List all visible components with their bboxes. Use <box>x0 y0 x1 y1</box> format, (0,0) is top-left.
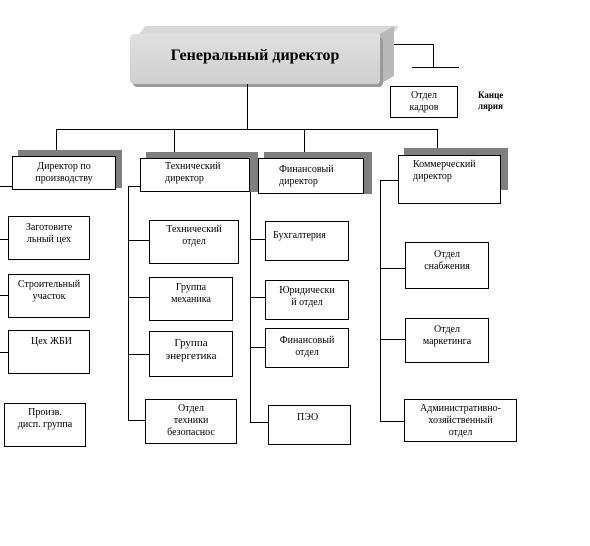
connector <box>128 240 149 241</box>
unit-box: ПЭО <box>268 405 351 445</box>
general-director-box: Генеральный директор <box>130 34 380 84</box>
unit-box: Произв. дисп. группа <box>4 403 86 447</box>
unit-label: Отдел маркетинга <box>422 324 472 347</box>
hr-department-box: Отдел кадров <box>390 86 458 118</box>
unit-label: Бухгалтерия <box>273 230 326 241</box>
unit-box: Отдел маркетинга <box>405 318 489 363</box>
connector <box>56 129 438 130</box>
unit-box: Заготовите льный цех <box>8 216 90 260</box>
connector <box>437 129 438 155</box>
unit-label: Цех ЖБИ <box>31 336 72 347</box>
director-technical-box: Технический директор <box>140 158 250 192</box>
unit-box: Отдел техники безопаснос <box>145 399 237 444</box>
unit-box: Строительный участок <box>8 274 90 318</box>
connector <box>250 422 268 423</box>
director-financial-label: Финансовый директор <box>279 164 334 187</box>
connector <box>128 186 129 421</box>
unit-label: Отдел техники безопаснос <box>167 403 215 438</box>
director-production-label: Директор по производству <box>35 161 93 184</box>
hr-department-label: Отдел кадров <box>409 90 439 113</box>
connector <box>0 352 8 353</box>
unit-label: Административно- хозяйственный отдел <box>420 403 501 438</box>
connector <box>174 129 175 158</box>
unit-label: Технический отдел <box>166 224 222 247</box>
connector <box>380 339 405 340</box>
connector <box>0 295 8 296</box>
unit-box: Административно- хозяйственный отдел <box>404 399 517 442</box>
unit-box: Технический отдел <box>149 220 239 264</box>
director-production-box: Директор по производству <box>12 156 116 190</box>
unit-label: Финансовый отдел <box>279 335 335 358</box>
connector <box>128 186 140 187</box>
unit-box: Группа механика <box>149 277 233 321</box>
connector <box>128 420 145 421</box>
connector <box>250 297 265 298</box>
unit-label: Заготовите льный цех <box>25 222 73 245</box>
unit-label: ПЭО <box>297 412 319 423</box>
unit-label: Юридически й отдел <box>279 285 335 308</box>
unit-box: Юридически й отдел <box>265 280 349 320</box>
connector <box>128 354 149 355</box>
connector <box>380 180 398 181</box>
ceo-box-side <box>380 26 394 84</box>
connector <box>128 297 149 298</box>
unit-label: Отдел снабжения <box>424 249 470 272</box>
chancery-label: Канце лярия <box>478 90 504 111</box>
unit-label: Произв. дисп. группа <box>17 407 73 430</box>
director-financial-box: Финансовый директор <box>258 158 364 194</box>
unit-box: Бухгалтерия <box>265 221 349 261</box>
director-commercial-box: Коммерческий директор <box>398 155 501 204</box>
connector <box>433 44 434 68</box>
unit-box: Финансовый отдел <box>265 328 349 368</box>
connector <box>412 67 459 68</box>
unit-label: Строительный участок <box>17 279 81 302</box>
unit-label: Группа механика <box>171 282 211 305</box>
unit-box: Цех ЖБИ <box>8 330 90 374</box>
connector <box>0 239 8 240</box>
unit-box: Группа энергетика <box>149 331 233 377</box>
connector <box>394 44 434 45</box>
connector <box>250 187 251 423</box>
connector <box>380 421 404 422</box>
general-director-label: Генеральный директор <box>170 47 340 64</box>
connector <box>304 129 305 158</box>
connector <box>380 180 381 422</box>
connector <box>56 129 57 154</box>
connector <box>250 347 265 348</box>
director-technical-label: Технический директор <box>165 161 221 184</box>
connector <box>247 84 248 130</box>
unit-box: Отдел снабжения <box>405 242 489 289</box>
connector <box>0 186 12 187</box>
unit-label: Группа энергетика <box>165 337 217 362</box>
director-commercial-label: Коммерческий директор <box>413 159 476 182</box>
connector <box>250 239 265 240</box>
connector <box>380 268 405 269</box>
